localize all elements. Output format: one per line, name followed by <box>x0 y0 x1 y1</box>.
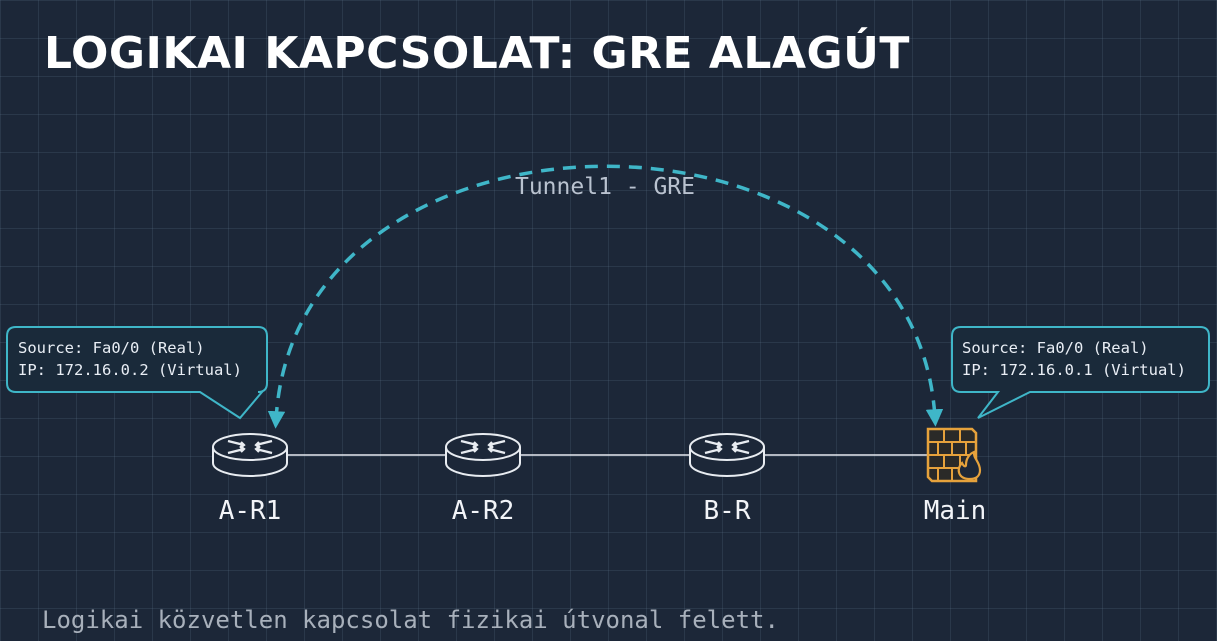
router-icon <box>689 433 765 477</box>
node-label-a-r2: A-R2 <box>451 496 515 526</box>
callout-right-source: Source: Fa0/0 (Real) <box>962 339 1149 357</box>
callout-left-ip: IP: 172.16.0.2 (Virtual) <box>18 361 242 379</box>
router-icon <box>212 433 288 477</box>
firewall-icon <box>926 427 982 483</box>
callout-left-bubble <box>6 326 268 420</box>
callout-right-ip: IP: 172.16.0.1 (Virtual) <box>962 361 1186 379</box>
node-label-main: Main <box>923 496 987 526</box>
node-label-a-r1: A-R1 <box>218 496 282 526</box>
tunnel-label: Tunnel1 - GRE <box>514 174 695 200</box>
callout-left: Source: Fa0/0 (Real) IP: 172.16.0.2 (Vir… <box>18 337 242 381</box>
footer-caption: Logikai közvetlen kapcsolat fizikai útvo… <box>42 606 779 634</box>
router-icon <box>445 433 521 477</box>
callout-left-source: Source: Fa0/0 (Real) <box>18 339 205 357</box>
page-title: LOGIKAI KAPCSOLAT: GRE ALAGÚT <box>44 28 910 79</box>
gre-tunnel-arc <box>267 164 944 429</box>
flame-icon <box>957 450 982 481</box>
callout-right-bubble <box>951 326 1210 419</box>
node-label-b-r: B-R <box>703 496 751 526</box>
callout-right: Source: Fa0/0 (Real) IP: 172.16.0.1 (Vir… <box>962 337 1186 381</box>
